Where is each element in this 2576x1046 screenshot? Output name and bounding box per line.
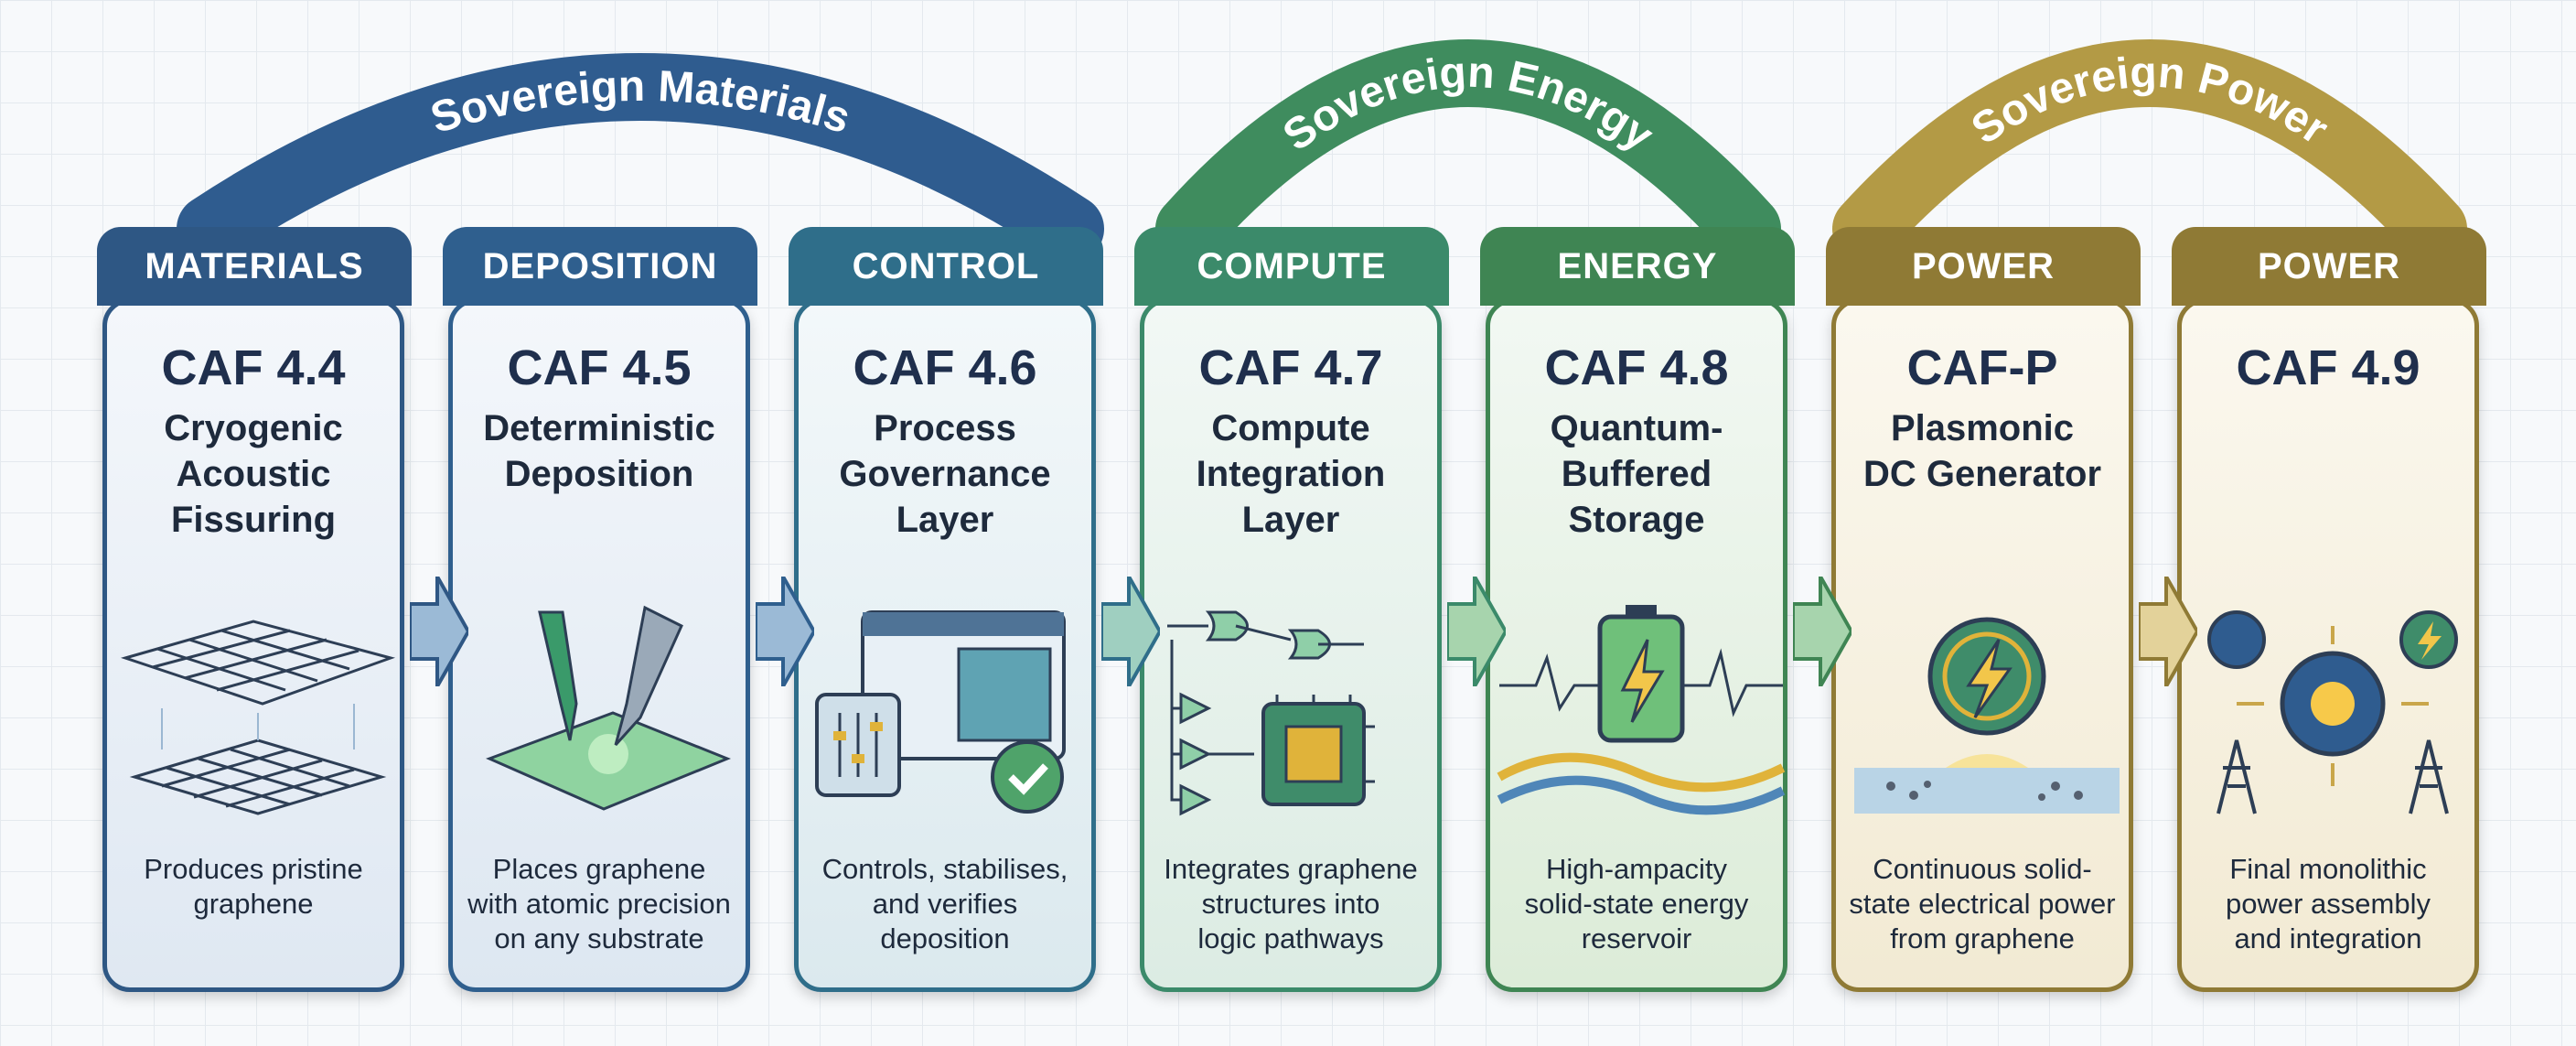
stage-code: CAF 4.7 <box>1198 340 1383 395</box>
stage-code: CAF 4.6 <box>853 340 1037 395</box>
stage-code: CAF 4.4 <box>161 340 346 395</box>
logic-chip-icon <box>1167 610 1375 816</box>
stage-code: CAF-P <box>1906 340 2058 395</box>
control-dashboard-icon <box>815 610 1066 814</box>
stage-tab: POWER <box>1826 227 2141 306</box>
power-assembly-icon <box>2207 610 2458 814</box>
flow-arrow-icon <box>1793 577 1852 686</box>
flow-arrow-icon <box>756 577 814 686</box>
stage-tab: ENERGY <box>1480 227 1795 306</box>
flow-arrow-icon <box>1101 577 1160 686</box>
lightning-generator-icon <box>1854 617 2120 814</box>
battery-icon <box>1497 605 1786 815</box>
arc-power <box>1832 39 2467 263</box>
stage-tab: COMPUTE <box>1134 227 1449 306</box>
flow-arrow-icon <box>410 577 468 686</box>
stage-code: CAF 4.9 <box>2236 340 2420 395</box>
stage-tab: DEPOSITION <box>443 227 757 306</box>
arc-energy <box>1155 39 1781 263</box>
stage-code: CAF 4.8 <box>1544 340 1729 395</box>
stage-tab: CONTROL <box>789 227 1103 306</box>
arc-materials <box>177 53 1104 263</box>
stage-code: CAF 4.5 <box>507 340 692 395</box>
flow-arrow-icon <box>2139 577 2197 686</box>
deposition-nozzle-icon <box>486 605 732 811</box>
stage-tab: MATERIALS <box>97 227 412 306</box>
arc-banners: Sovereign Materials Sovereign Energy Sov… <box>177 39 2467 263</box>
flow-arrow-icon <box>1447 577 1506 686</box>
stage-tab: POWER <box>2172 227 2486 306</box>
graphene-sheet-icon <box>120 620 396 815</box>
